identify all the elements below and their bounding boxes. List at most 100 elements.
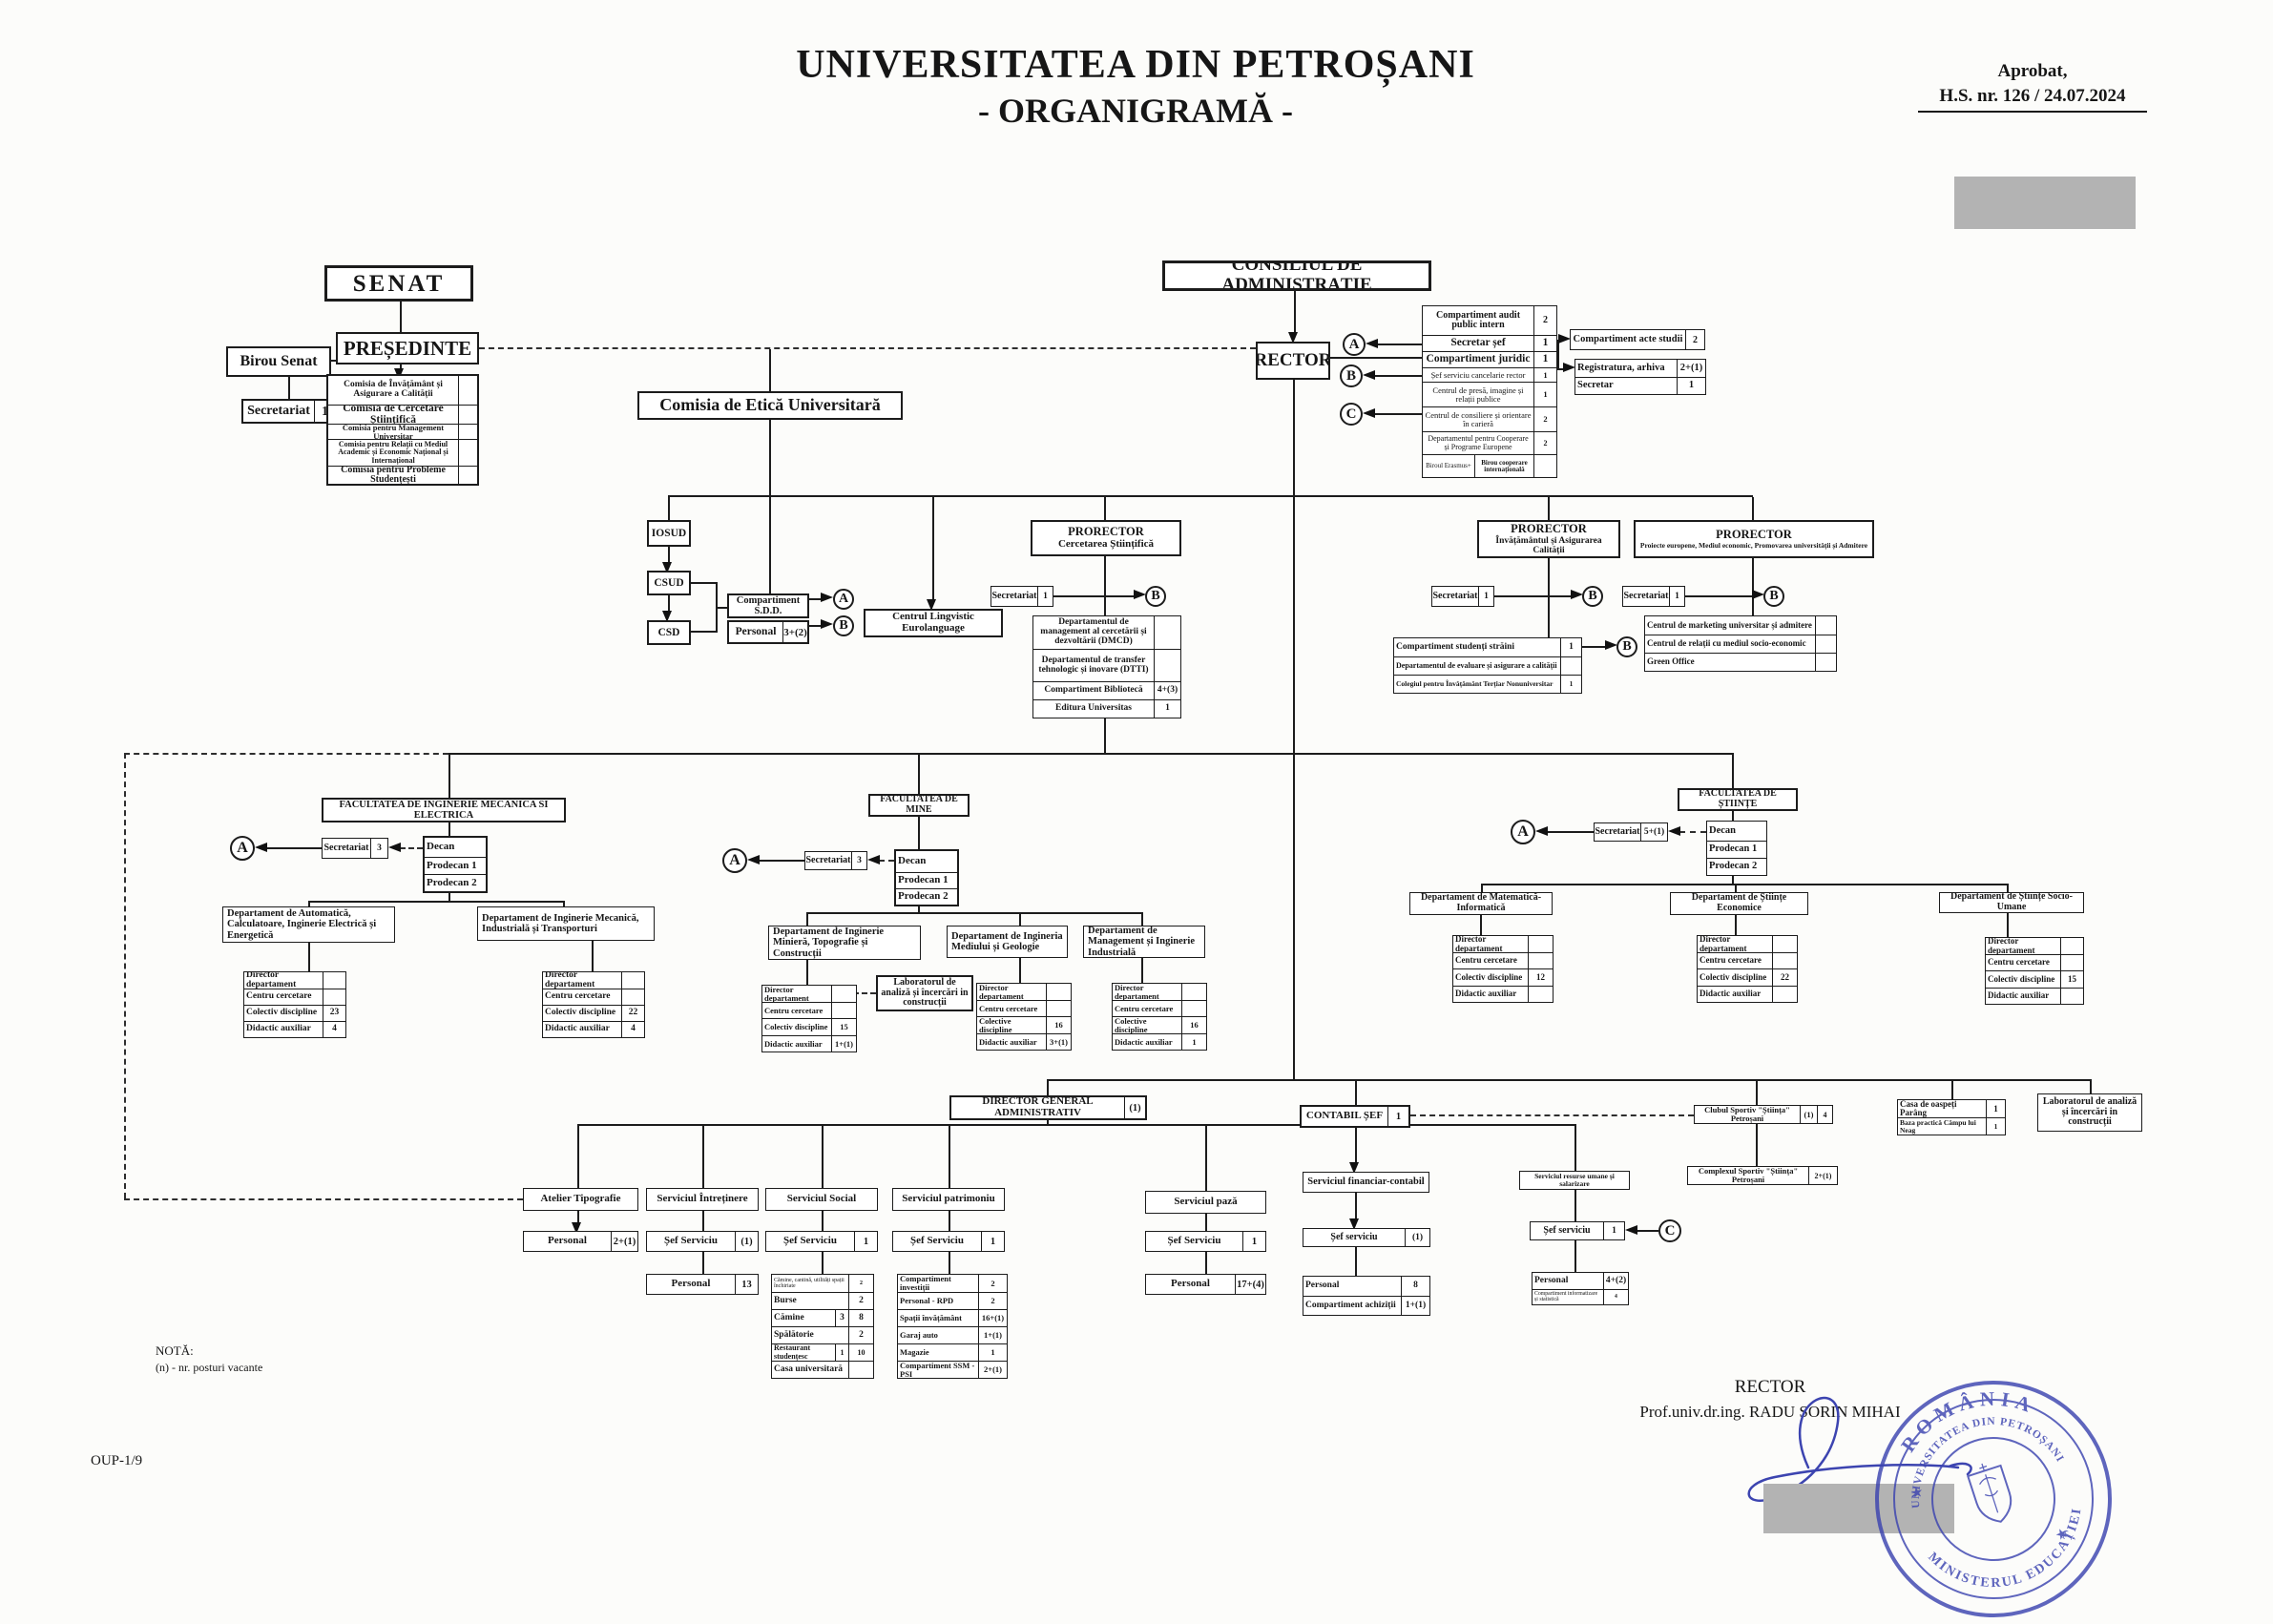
label: Centrul Lingvistic Eurolanguage [892,611,974,634]
label: Serviciul Întreținere [657,1193,748,1205]
ru: Serviciul resurse umane și salarizare [1519,1171,1630,1190]
row-value: 1 [1560,676,1581,693]
row-label: Colectiv discipline [244,1006,323,1021]
arrowhead-icon [1563,363,1575,372]
value: 3 [377,843,382,853]
row-value [458,467,477,484]
label: Secretar șef [1450,337,1506,349]
connector-line [1374,375,1422,377]
value: 1 [1395,1111,1402,1122]
value-cell: (1) [1124,1097,1145,1118]
connector-line [1951,1079,1953,1099]
row-label: Departamentul de evaluare și asigurare a… [1394,657,1560,675]
row-label: Director departament [1453,936,1528,952]
row-value: 22 [621,1006,644,1021]
value: 1 [1688,380,1695,391]
table-row: Prodecan 2 [896,888,957,905]
label: CONSILIUL DE ADMINISTRAȚIE [1221,263,1372,288]
row-label: Spălătorie [772,1327,848,1343]
value: 2 [1543,438,1548,448]
value: 2+(1) [1814,1171,1832,1180]
legend-letter: B [1622,639,1632,654]
fmine-label: FACULTATEA DE MINE [870,796,968,815]
label: Centru cercetare [545,991,611,1002]
table-row: Centru cercetare [244,989,345,1005]
row-value [1560,657,1581,675]
label: Compartiment informatizare și statistică [1534,1290,1598,1302]
row-label: Personal - RPD [898,1293,978,1309]
contabil-label: CONTABIL ȘEF [1302,1107,1387,1126]
row-label: Departamentul de transfer tehnologic și … [1033,650,1154,681]
social-label: Serviciul Social [766,1189,877,1210]
page-title: UNIVERSITATEA DIN PETROȘANI [796,43,1475,87]
dept-mi: Departament de Matematică-Informatică [1409,892,1553,915]
row-value [1815,654,1836,671]
arrowhead-icon [1558,334,1571,344]
row-label: Compartiment audit public intern [1423,306,1533,335]
label: SENAT [352,270,446,297]
sublabel: Învățământul și Asigurarea Calității [1495,535,1602,555]
value: 4+(2) [1605,1275,1627,1285]
connector-line [949,1252,950,1274]
connector-line [1574,1190,1576,1221]
row-label: Prodecan 1 [896,873,957,888]
sef-fin: Șef serviciu(1) [1303,1228,1430,1247]
value-cell: 1 [314,401,335,422]
label: Director departament [1700,936,1747,952]
table-row: Centru cercetare [762,1002,856,1018]
label: FACULTATEA DE INGINERIE MECANICA SI ELEC… [339,800,549,821]
connector-line [1756,1079,1758,1105]
atelier: Atelier Tipografie [523,1188,638,1211]
value-cell: 3 [370,839,387,858]
table-row: Comisia de Cercetare Științifică [328,405,477,424]
row-label: Colective discipline [977,1017,1046,1033]
row-label: Centru cercetare [244,989,323,1005]
dept-imit: Departament de Inginerie Mecanică, Indus… [477,906,655,941]
table-row: Casa universitară [772,1361,873,1378]
row-label: Garaj auto [898,1327,978,1343]
row-label: Director departament [1698,936,1772,952]
connector-line [1732,874,1734,885]
circle-c-ru: C [1658,1219,1681,1242]
value: 13 [741,1279,752,1290]
row-value [1046,984,1071,1000]
table-row: Prodecan 2 [1707,858,1766,875]
label: Colective discipline [1115,1017,1148,1033]
redaction-box [1763,1484,1954,1533]
value: 15 [2068,974,2076,984]
row-label: Decan [1707,822,1766,841]
label: Departamentul de management al cercetări… [1040,617,1147,646]
value-cell: 4 [1817,1106,1832,1123]
row-label: Centru cercetare [543,989,621,1005]
connector-line [1019,912,1021,926]
value: 2 [991,1296,995,1306]
connector-line [448,822,450,836]
table-row: Colegiul pentru Învățământ Terțiar Nonun… [1394,675,1581,693]
label: Complexul Sportiv "Știința" Petroșani [1698,1167,1799,1184]
row-value: 1 [1986,1100,2005,1117]
row-label: Centrul de marketing universitar și admi… [1645,616,1815,635]
dept-se-label: Departament de Științe Economice [1671,893,1807,914]
row-label: Director departament [1986,938,2060,954]
connector-line [1294,291,1296,334]
row-value [458,406,477,424]
label: Șef Serviciu [664,1235,718,1247]
row-label: Biroul Erasmus+ [1423,455,1474,477]
